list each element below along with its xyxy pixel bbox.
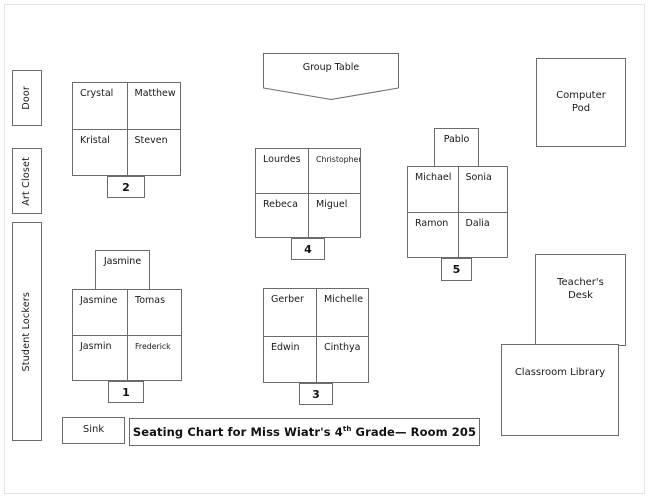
group-table-label: Group Table <box>302 62 360 73</box>
seat-table2-bottom-left[interactable]: Kristal <box>73 129 127 175</box>
table-2-number: 2 <box>107 176 145 198</box>
seat-table5-bottom-left[interactable]: Ramon <box>408 212 458 257</box>
seat-table2-top-left[interactable]: Crystal <box>80 88 114 99</box>
classroom-library-label: Classroom Library <box>514 367 606 378</box>
seat-table2-bottom-right[interactable]: Steven <box>126 129 180 175</box>
seat-table1-head[interactable]: Jasmine <box>95 250 150 290</box>
group-table-shape <box>263 53 399 100</box>
seat-table3-bottom-right[interactable]: Cinthya <box>316 335 368 382</box>
table-1-number: 1 <box>108 381 144 403</box>
computer-pod-label-line2: Pod <box>571 102 591 114</box>
sink-label: Sink <box>82 424 105 436</box>
teachers-desk-label-line1: Teacher's <box>557 277 604 288</box>
seat-table5-top-left[interactable]: Michael <box>415 172 452 183</box>
title-prefix: Seating Chart for Miss Wiatr's 4 <box>132 425 343 439</box>
seat-table2-top-right[interactable]: Matthew <box>126 83 181 129</box>
seat-table1-top-right[interactable]: Tomas <box>127 290 181 335</box>
door-label: Door <box>21 86 33 110</box>
art-closet-label: Art Closet <box>21 156 33 206</box>
computer-pod-label-line1: Computer <box>556 90 606 101</box>
room-fixture-teachers-desk[interactable]: Teacher's Desk <box>535 254 626 346</box>
table-3[interactable]: Gerber Michelle Edwin Cinthya <box>263 288 369 383</box>
seat-table3-top-left[interactable]: Gerber <box>271 294 304 305</box>
student-lockers-label: Student Lockers <box>21 291 33 372</box>
group-table[interactable] <box>263 53 399 100</box>
table-5-number: 5 <box>441 258 472 281</box>
teachers-desk-label-line2: Desk <box>568 289 593 301</box>
title-suffix: Grade— Room 205 <box>351 425 477 439</box>
chart-title-banner: Seating Chart for Miss Wiatr's 4th Grade… <box>129 418 480 446</box>
seat-table5-bottom-right[interactable]: Dalia <box>457 212 507 257</box>
table-1[interactable]: Jasmine Tomas Jasmin Frederick <box>72 289 182 381</box>
seat-table4-bottom-right[interactable]: Miguel <box>308 193 360 237</box>
seat-table4-top-right[interactable]: Christopher <box>308 149 360 193</box>
table-5[interactable]: Michael Sonia Ramon Dalia <box>407 166 508 258</box>
room-fixture-student-lockers[interactable]: Student Lockers <box>12 222 42 441</box>
room-fixture-computer-pod[interactable]: Computer Pod <box>536 58 626 147</box>
seat-table3-top-right[interactable]: Michelle <box>316 289 368 336</box>
room-fixture-door[interactable]: Door <box>12 70 42 126</box>
seat-table3-bottom-left[interactable]: Edwin <box>264 335 316 383</box>
seat-table1-bottom-right[interactable]: Frederick <box>127 335 181 380</box>
table-4[interactable]: Lourdes Christopher Rebeca Miguel <box>255 148 361 238</box>
seat-table5-head[interactable]: Pablo <box>434 128 479 167</box>
room-fixture-art-closet[interactable]: Art Closet <box>12 148 42 214</box>
seat-table5-top-right[interactable]: Sonia <box>457 167 508 212</box>
seat-table4-top-left[interactable]: Lourdes <box>263 154 301 165</box>
room-fixture-classroom-library[interactable]: Classroom Library <box>501 344 619 436</box>
table-3-number: 3 <box>299 383 333 405</box>
seat-table1-top-left[interactable]: Jasmine <box>80 295 118 306</box>
room-fixture-sink[interactable]: Sink <box>62 417 125 444</box>
title-ordinal: th <box>342 425 352 434</box>
seat-table1-bottom-left[interactable]: Jasmin <box>73 335 127 380</box>
seat-table4-bottom-left[interactable]: Rebeca <box>256 193 308 237</box>
table-2[interactable]: Crystal Matthew Kristal Steven <box>72 82 181 176</box>
table-4-number: 4 <box>291 238 325 260</box>
